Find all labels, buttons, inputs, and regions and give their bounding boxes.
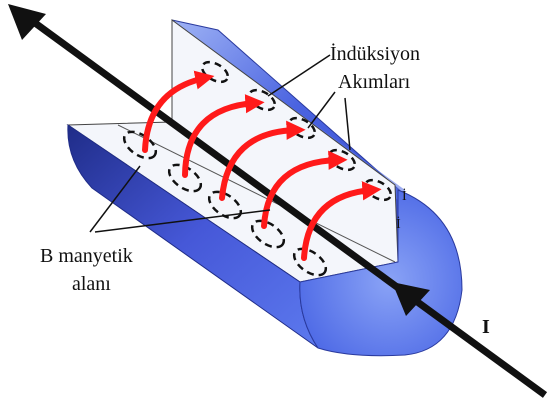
current-label: I [482,316,490,338]
small-mark-1: İ [402,188,407,204]
current-wire [20,12,545,395]
leader-line [268,55,330,96]
induction-label-line1: İndüksiyon [330,42,420,65]
field-label-line1: B manyetik [40,245,133,267]
field-label-line2: alanı [72,273,111,295]
induction-label-line2: Akımları [338,71,411,93]
current-arrowhead-top [8,4,46,40]
small-mark-2: İ [396,216,401,232]
